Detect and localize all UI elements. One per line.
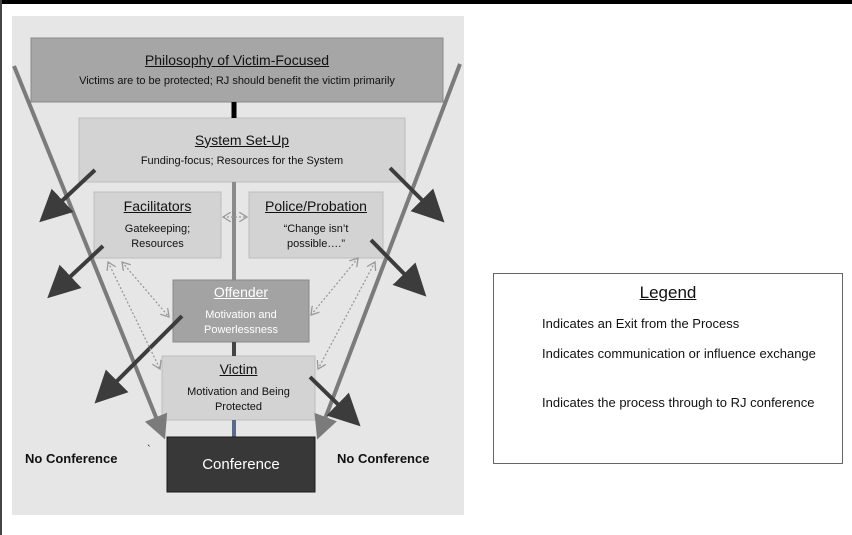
victim-line2: Protected <box>214 401 263 413</box>
offender-line1: Motivation and <box>205 309 277 321</box>
philosophy-subtitle: Victims are to be protected; RJ should b… <box>79 74 395 87</box>
system-box: System Set-Up Funding-focus; Resources f… <box>79 118 405 182</box>
victim-box-shape <box>161 355 316 421</box>
legend-item-communication: Indicates communication or influence exc… <box>542 346 816 361</box>
philosophy-box: Philosophy of Victim-Focused Victims are… <box>31 38 443 102</box>
system-box-shape <box>78 117 406 183</box>
police-box: Police/Probation “Change isn’t possible…… <box>249 192 383 258</box>
offender-box: Offender Motivation and Powerlessness <box>173 280 309 342</box>
exit-arrow-system-right <box>388 166 445 223</box>
police-title: Police/Probation <box>265 198 367 214</box>
no-conference-right-label: No Conference <box>337 451 430 466</box>
legend-item-exit: Indicates an Exit from the Process <box>542 316 740 331</box>
facilitators-line2: Resources <box>131 238 184 250</box>
philosophy-title: Philosophy of Victim-Focused <box>144 51 330 68</box>
legend-title: Legend <box>639 283 697 302</box>
exit-arrow-victim <box>308 375 361 427</box>
legend-item-process: Indicates the process through to RJ conf… <box>542 395 815 410</box>
police-box-shape <box>248 191 384 259</box>
exit-arrow-facilitators <box>47 244 105 299</box>
victim-box: Victim Motivation and Being Protected <box>162 356 315 420</box>
philosophy-box-shape <box>30 37 444 103</box>
facilitators-line1: Gatekeeping; <box>124 223 191 235</box>
process-arrow-left <box>12 65 168 440</box>
legend-box: Legend Indicates an Exit from the Proces… <box>493 273 843 464</box>
top-border <box>0 0 852 4</box>
offender-box-shape <box>172 279 310 343</box>
police-line2: possible….” <box>286 238 346 250</box>
left-border <box>0 0 2 535</box>
facilitators-box: Facilitators Gatekeeping; Resources <box>94 192 221 258</box>
dotted-arrow-police-victim <box>318 262 375 369</box>
facilitators-title: Facilitators <box>123 198 192 214</box>
conference-box: Conference <box>167 437 315 492</box>
no-conference-left-label: No Conference <box>25 451 118 466</box>
stray-mark: ` <box>147 444 151 456</box>
system-subtitle: Funding-focus; Resources for the System <box>140 154 344 167</box>
facilitators-box-shape <box>93 191 222 259</box>
police-line1: “Change isn’t <box>283 223 349 235</box>
victim-title: Victim <box>219 361 258 377</box>
exit-arrow-system-left <box>39 168 97 223</box>
conference-label: Conference <box>202 456 280 473</box>
offender-title: Offender <box>213 284 269 300</box>
offender-line2: Powerlessness <box>204 324 278 336</box>
process-arrow-right <box>314 63 462 440</box>
system-title: System Set-Up <box>194 131 290 148</box>
exit-arrow-police <box>369 238 427 297</box>
victim-line1: Motivation and Being <box>187 386 290 398</box>
conference-box-shape <box>166 436 316 493</box>
